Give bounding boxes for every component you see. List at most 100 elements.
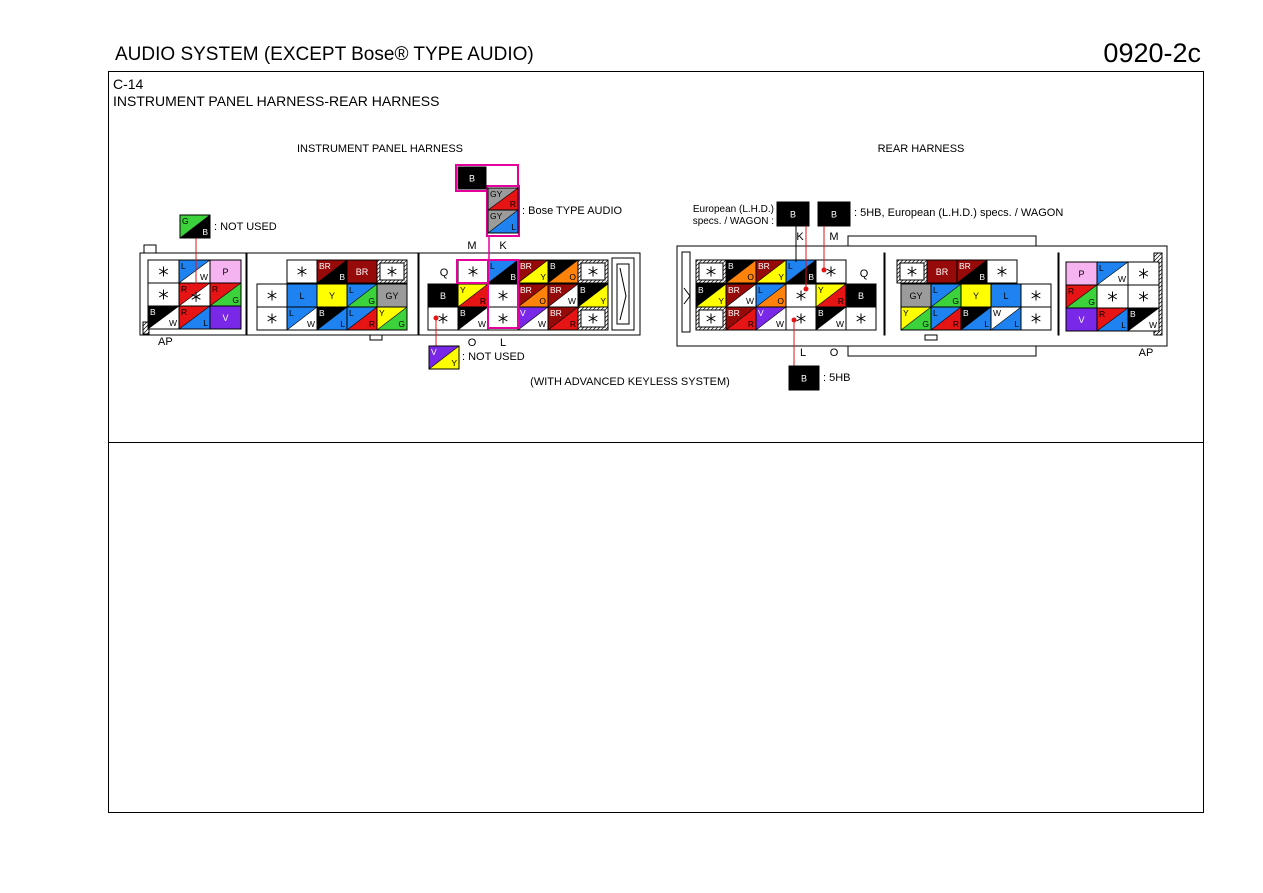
wire-stripe-label: G xyxy=(952,296,959,306)
wire-color-label: L xyxy=(758,285,763,295)
pin-label-o-right: O xyxy=(830,347,839,359)
star-icon xyxy=(706,266,716,277)
split-line xyxy=(547,259,579,284)
split-line xyxy=(900,306,932,331)
wire-stripe-label: Y xyxy=(451,358,457,368)
split-line xyxy=(457,306,489,331)
star-icon xyxy=(498,290,508,301)
wire-stripe-label: B xyxy=(979,272,985,282)
star-icon xyxy=(856,313,866,324)
star-icon xyxy=(826,266,836,277)
wire-color-label: R xyxy=(1099,309,1105,319)
wire-stripe-label: B xyxy=(339,272,345,282)
pin-label-o: O xyxy=(468,337,477,349)
wire-color-label: BR xyxy=(550,308,562,318)
star-icon xyxy=(387,266,397,277)
wire-color-label: B xyxy=(831,210,837,220)
pin-label-m-right: M xyxy=(829,231,838,243)
star-icon xyxy=(158,266,169,277)
fivehb-label: : 5HB xyxy=(823,372,851,384)
wire-color-label: P xyxy=(222,267,228,277)
wire-stripe-label: W xyxy=(307,319,315,329)
split-line xyxy=(178,282,211,307)
wire-color-label: B xyxy=(580,285,586,295)
pin-callout-5hb-euro xyxy=(817,201,851,227)
page-title: AUDIO SYSTEM (EXCEPT Bose® TYPE AUDIO) xyxy=(115,44,534,65)
wire-color-label: R xyxy=(181,284,187,294)
wire-stripe-label: W xyxy=(836,319,844,329)
wire-color-label: R xyxy=(1068,286,1074,296)
wire-color-label: B xyxy=(818,308,824,318)
star-icon xyxy=(1031,290,1041,301)
leader-dot xyxy=(193,284,199,290)
wire-stripe-label: G xyxy=(368,296,375,306)
wire-color-label: V xyxy=(222,313,228,323)
wire-stripe-label: W xyxy=(776,319,784,329)
wire-stripe-label: G xyxy=(1088,297,1095,307)
split-line xyxy=(316,306,348,331)
pin-callout-nu-bottom xyxy=(428,345,460,370)
wire-color-label: L xyxy=(933,285,938,295)
pin-label-l: L xyxy=(500,337,506,349)
wire-stripe-label: L xyxy=(511,222,516,232)
left-heading: INSTRUMENT PANEL HARNESS xyxy=(297,143,463,155)
wire-color-label: V xyxy=(520,308,526,318)
pin-callout-5hb xyxy=(788,365,820,391)
wire-color-label: L xyxy=(490,261,495,271)
top-rail xyxy=(847,235,1037,247)
pin-callout-bose-2 xyxy=(487,209,519,234)
wire-color-label: B xyxy=(1130,309,1136,319)
wire-stripe-label: W xyxy=(1149,320,1157,330)
wire-color-label: B xyxy=(440,291,446,301)
split-line xyxy=(930,306,962,331)
wire-color-label: BR xyxy=(550,285,562,295)
wire-color-label: L xyxy=(933,308,938,318)
pin-label-l-right: L xyxy=(800,347,806,359)
wire-stripe-label: O xyxy=(569,272,576,282)
split-line xyxy=(725,259,757,284)
wire-color-label: BR xyxy=(520,285,532,295)
wire-stripe-label: B xyxy=(510,272,516,282)
european-label: specs. / WAGON : xyxy=(693,216,774,227)
bose-highlight xyxy=(487,259,519,329)
star-icon xyxy=(191,291,201,302)
not-used-label: : NOT USED xyxy=(462,351,525,363)
wire-color-label: L xyxy=(1099,263,1104,273)
star-icon xyxy=(907,266,917,277)
wire-color-label: B xyxy=(698,285,704,295)
footnote: (WITH ADVANCED KEYLESS SYSTEM) xyxy=(530,376,730,388)
latch-inner xyxy=(616,263,630,325)
star-icon xyxy=(1107,291,1118,302)
wire-stripe-label: W xyxy=(169,318,177,328)
split-line xyxy=(346,283,378,308)
latch-tab xyxy=(369,334,383,341)
section-divider xyxy=(108,442,1204,443)
wire-stripe-label: O xyxy=(747,272,754,282)
wire-color-label: V xyxy=(1078,315,1084,325)
wire-color-label: V xyxy=(758,308,764,318)
wire-color-label: W xyxy=(993,308,1001,318)
pin-label-m: M xyxy=(467,240,476,252)
wire-stripe-label: R xyxy=(570,319,576,329)
wire-stripe-label: W xyxy=(568,296,576,306)
wire-stripe-label: L xyxy=(1121,320,1126,330)
wire-color-label: B xyxy=(728,261,734,271)
wire-color-label: BR xyxy=(959,261,971,271)
split-line xyxy=(487,259,519,284)
wire-color-label: L xyxy=(788,261,793,271)
wire-color-label: R xyxy=(181,307,187,317)
wire-color-label: B xyxy=(790,210,796,220)
wire-stripe-label: R xyxy=(953,319,959,329)
wire-color-label: BR xyxy=(936,267,949,277)
wire-color-label: L xyxy=(289,308,294,318)
wire-color-label: GY xyxy=(490,189,503,199)
latch-spring xyxy=(619,267,627,321)
pin-label-q-right: Q xyxy=(860,268,869,280)
wire-color-label: BR xyxy=(728,285,740,295)
split-line xyxy=(517,283,549,308)
split-line xyxy=(1096,261,1129,286)
european-label: European (L.H.D.) xyxy=(693,204,774,215)
wire-stripe-label: L xyxy=(984,319,989,329)
wire-color-label: B xyxy=(963,308,969,318)
split-line xyxy=(1096,307,1129,332)
